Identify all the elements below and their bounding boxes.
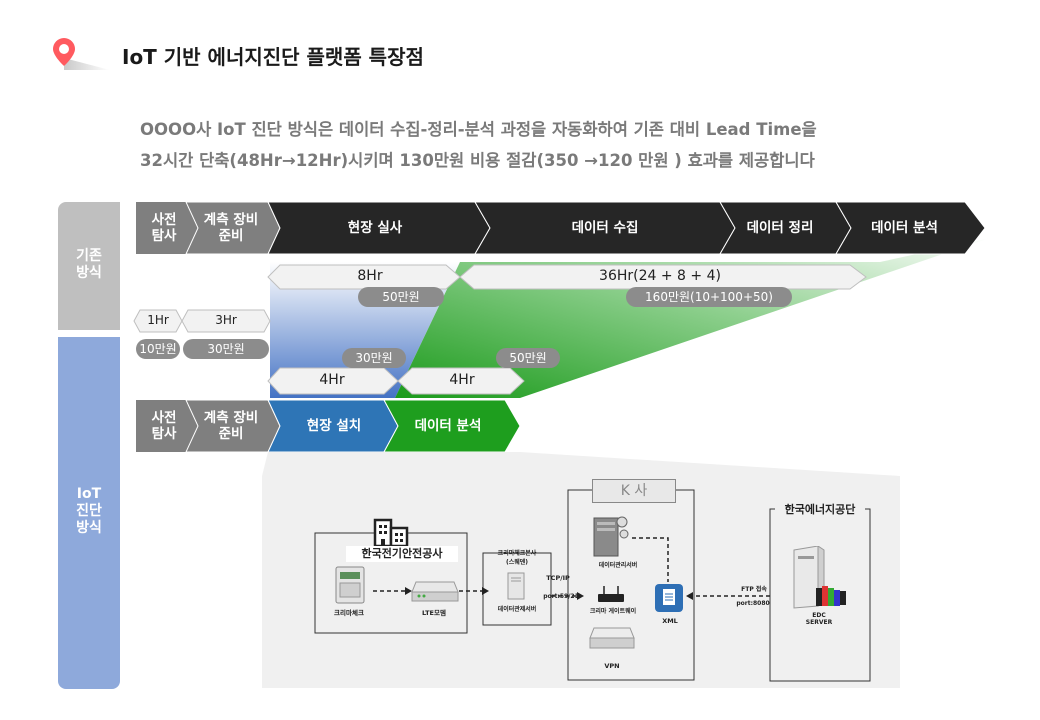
analysis-time-arrow [397, 367, 525, 395]
kesco-title: 한국전기안전공사 [346, 546, 458, 562]
ftp-label: FTP 접속 [741, 586, 767, 593]
vpn-label: VPN [604, 662, 620, 670]
ftp-port-label: port:8080 [736, 600, 770, 607]
iot-analysis-label: 데이터 분석 [414, 418, 482, 434]
step-iot-survey [136, 400, 198, 452]
existing-collect-label: 데이터 수집 [571, 220, 639, 236]
existing-survey-label: 사전 탐사 [151, 212, 177, 244]
iot-method-label: IoT 진단 방식 [76, 486, 102, 536]
collect-server-icon [507, 572, 525, 600]
modem-icon [411, 581, 459, 602]
pin-icon [53, 38, 110, 70]
step-existing-analysis [835, 201, 986, 255]
existing-prep-label: 계측 장비 준비 [203, 212, 259, 244]
iot-install-label: 현장 설치 [306, 418, 362, 434]
existing-field-label: 현장 실사 [347, 220, 403, 236]
meter-label: 크리마체크 [334, 609, 364, 617]
port-label: port:59/21 [543, 593, 579, 600]
modem-label: LTE모뎀 [422, 609, 446, 617]
k-company-title: K 사 [592, 479, 676, 503]
data-time-arrow [459, 264, 867, 290]
existing-method-label: 기존 방식 [76, 248, 102, 281]
collect-server-top-label: 크리마체크본사 (스웨덴) [497, 550, 537, 566]
collect-server-label: 데이터관제서버 [497, 606, 537, 613]
summary-line-1: OOOO사 IoT 진단 방식은 데이터 수집-정리-분석 과정을 자동화하여 … [140, 120, 817, 139]
edc-server-icon [793, 546, 846, 609]
edc-server-label: EDC SERVER [805, 612, 833, 626]
page-title: IoT 기반 에너지진단 플랫폼 특장점 [122, 45, 424, 69]
meter-icon [335, 566, 365, 604]
kea-title: 한국에너지공단 [775, 503, 865, 517]
step-existing-survey [136, 202, 198, 254]
existing-organize-label: 데이터 정리 [746, 220, 814, 236]
pre-time-label: 1Hr [147, 313, 169, 327]
protocol-label: TCP/IP [546, 574, 570, 582]
summary-line-2: 32시간 단축(48Hr→12Hr)시키며 130만원 비용 절감(350 →1… [140, 151, 815, 170]
iot-prep-label: 계측 장비 준비 [203, 410, 259, 442]
existing-analysis-label: 데이터 분석 [871, 220, 938, 236]
data-cost-badge: 160만원(10+100+50) [626, 287, 792, 307]
install-time-arrow [267, 367, 399, 395]
xml-document-icon [655, 584, 683, 612]
data-server-icon [593, 516, 629, 557]
prep-cost-badge: 30만원 [183, 339, 269, 359]
pre-time-arrow [133, 309, 183, 333]
install-cost-badge: 30만원 [342, 348, 406, 368]
router-icon [598, 586, 624, 602]
field-time-arrow [267, 264, 461, 290]
field-cost-badge: 50만원 [358, 287, 444, 307]
existing-method-panel [58, 202, 120, 330]
analysis-time-label: 4Hr [449, 372, 475, 388]
xml-label: XML [662, 617, 678, 625]
analysis-cost-badge: 50만원 [496, 348, 560, 368]
prep-time-label: 3Hr [215, 313, 237, 327]
data-server-label: 데이터관리서버 [598, 562, 638, 569]
gateway-label: 크리마 게이트웨이 [589, 608, 637, 615]
architecture-callout [262, 452, 900, 476]
data-time-label: 36Hr(24 + 8 + 4) [599, 268, 721, 284]
prep-time-arrow [181, 309, 271, 333]
field-time-label: 8Hr [357, 268, 383, 284]
iot-survey-label: 사전 탐사 [151, 410, 177, 442]
iot-method-panel [58, 337, 120, 689]
vpn-icon [589, 627, 635, 649]
building-icon [373, 518, 409, 548]
install-time-label: 4Hr [319, 372, 345, 388]
pre-cost-badge: 10만원 [136, 339, 180, 359]
